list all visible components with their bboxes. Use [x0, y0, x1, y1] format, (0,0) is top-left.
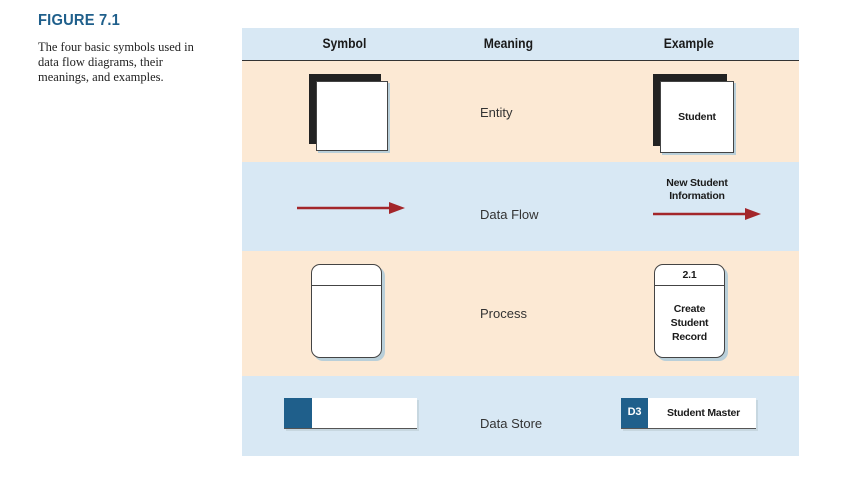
meaning-data-store: Data Store	[480, 416, 543, 431]
process-example-id: 2.1	[682, 269, 697, 281]
row-data-store: Data Store D3 Student Master	[242, 376, 799, 456]
process-line1: Create	[673, 303, 706, 315]
table-header: Symbol Meaning Example	[242, 28, 799, 61]
data-flow-arrow-symbol	[297, 202, 405, 214]
figure-description: The four basic symbols used in data flow…	[38, 40, 194, 84]
data-store-example-name: Student Master	[666, 407, 741, 419]
data-flow-arrow-example	[653, 208, 761, 220]
process-symbol	[311, 264, 382, 358]
data-flow-label-line1: New Student	[666, 177, 728, 189]
meaning-process: Process	[480, 306, 527, 321]
data-store-example-id: D3	[627, 406, 642, 418]
entity-example-label: Student	[678, 111, 716, 123]
data-store-example: D3 Student Master	[621, 398, 756, 429]
process-example-text: Create Student Record	[655, 302, 724, 344]
header-example: Example	[663, 36, 714, 51]
process-line2: Student	[670, 317, 709, 329]
header-meaning: Meaning	[483, 36, 534, 51]
data-store-symbol	[284, 398, 417, 429]
row-data-flow: Data Flow New Student Information	[242, 162, 799, 251]
row-entity: Entity Student	[242, 61, 799, 162]
data-flow-label-line2: Information	[669, 190, 725, 202]
meaning-data-flow: Data Flow	[480, 207, 539, 222]
symbols-table: Symbol Meaning Example Entity Student Da…	[242, 28, 799, 456]
data-flow-example-label: New Student Information	[652, 177, 742, 203]
process-example: 2.1 Create Student Record	[654, 264, 725, 358]
figure-label: FIGURE 7.1	[38, 12, 121, 29]
process-line3: Record	[672, 331, 707, 343]
figure-caption: FIGURE 7.1 The four basic symbols used i…	[38, 12, 213, 85]
row-process: Process 2.1 Create Student Record	[242, 251, 799, 376]
meaning-entity: Entity	[480, 105, 513, 120]
header-symbol: Symbol	[322, 36, 367, 51]
